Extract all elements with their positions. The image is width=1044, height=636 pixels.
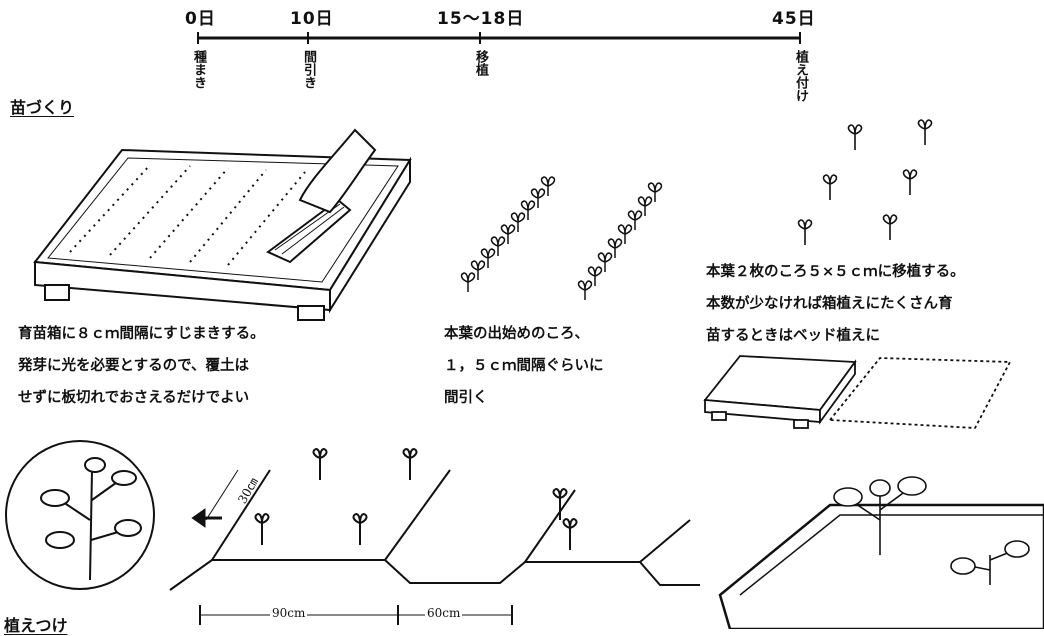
seedling-sprout	[352, 512, 368, 545]
seedling-sprout	[552, 487, 568, 520]
seedling-sprout	[882, 214, 898, 240]
seedling-sprout	[797, 219, 813, 245]
seedling-sprout	[530, 188, 546, 208]
seedling-sprout	[500, 224, 516, 244]
seedling-section-title: 苗づくり	[10, 98, 75, 117]
container-planting-drawing	[718, 476, 1044, 629]
timeline-day-15-18: 15～18日	[437, 9, 525, 29]
timeline-stage-thinning: 間引き	[301, 50, 316, 89]
seedling-sprout	[637, 196, 653, 216]
timeline-day-45: 45日	[772, 9, 816, 29]
transplant-caption-line: 本葉２枚のころ５×５ｃｍに移植する。	[706, 264, 965, 280]
furrow-width-label: 60cm	[425, 606, 463, 620]
sowing-caption-line: 発芽に光を必要とするので、覆土は	[18, 358, 249, 374]
seedling-sprout	[540, 176, 556, 196]
tray-and-bed-drawing	[703, 355, 1012, 429]
seedling-sprout	[902, 169, 918, 195]
transplant-caption-line: 苗するときはベッド植えに	[706, 328, 880, 344]
seedling-sprout	[847, 124, 863, 150]
seedling-sprout	[490, 236, 506, 256]
thinning-caption: 本葉の出始めのころ、 １，５ｃｍ間隔ぐらいに 間引く	[444, 318, 604, 414]
seedling-box-drawing	[33, 128, 412, 321]
thinning-caption-line: 本葉の出始めのころ、	[444, 326, 589, 342]
transplant-caption: 本葉２枚のころ５×５ｃｍに移植する。 本数が少なければ箱植えにたくさん育 苗する…	[706, 256, 965, 352]
seedling-sprout	[312, 447, 328, 480]
seedling-sprout	[617, 224, 633, 244]
sowing-caption-line: 育苗箱に８ｃｍ間隔にすじまきする。	[18, 326, 265, 342]
seedling-sprout	[254, 512, 270, 545]
seedling-sprout	[627, 210, 643, 230]
seedling-sprout	[470, 260, 486, 280]
timeline-stage-planting: 植え付け	[793, 50, 808, 102]
seedling-sprout	[647, 182, 663, 202]
timeline-axis	[197, 32, 801, 44]
seedling-sprout	[460, 272, 476, 292]
seedling-sprout	[510, 212, 526, 232]
thinning-caption-line: １，５ｃｍ間隔ぐらいに	[444, 358, 604, 374]
arrow-left-icon	[191, 508, 222, 528]
seedling-sprout	[917, 119, 933, 145]
timeline-day-0: 0日	[185, 9, 216, 29]
planting-bed-profile	[169, 447, 700, 625]
timeline-stage-transplant: 移植	[473, 50, 488, 76]
seedling-sprout	[587, 266, 603, 286]
seedling-sprout	[402, 447, 418, 480]
timeline-day-10: 10日	[290, 9, 334, 29]
seedling-sprout	[607, 238, 623, 258]
seedling-sprout	[562, 517, 578, 550]
sowing-caption: 育苗箱に８ｃｍ間隔にすじまきする。 発芽に光を必要とするので、覆土は せずに板切…	[18, 318, 265, 414]
thinning-caption-line: 間引く	[444, 390, 488, 406]
seedling-sprout	[577, 280, 593, 300]
seedling-sprout	[597, 252, 613, 272]
transplant-caption-line: 本数が少なければ箱植えにたくさん育	[706, 296, 953, 312]
seedling-sprout	[520, 200, 536, 220]
planting-section-title: 植えつけ	[4, 616, 68, 635]
plant-closeup-drawing	[5, 440, 155, 590]
seedling-sprout	[480, 248, 496, 268]
ridge-width-label: 90cm	[270, 606, 308, 620]
transplant-plants-drawing	[797, 119, 933, 245]
timeline-stage-sowing: 種まき	[191, 50, 206, 89]
seedling-sprout	[822, 174, 838, 200]
thinning-seedlings-drawing	[460, 176, 663, 300]
sowing-caption-line: せずに板切れでおさえるだけでよい	[18, 390, 250, 406]
